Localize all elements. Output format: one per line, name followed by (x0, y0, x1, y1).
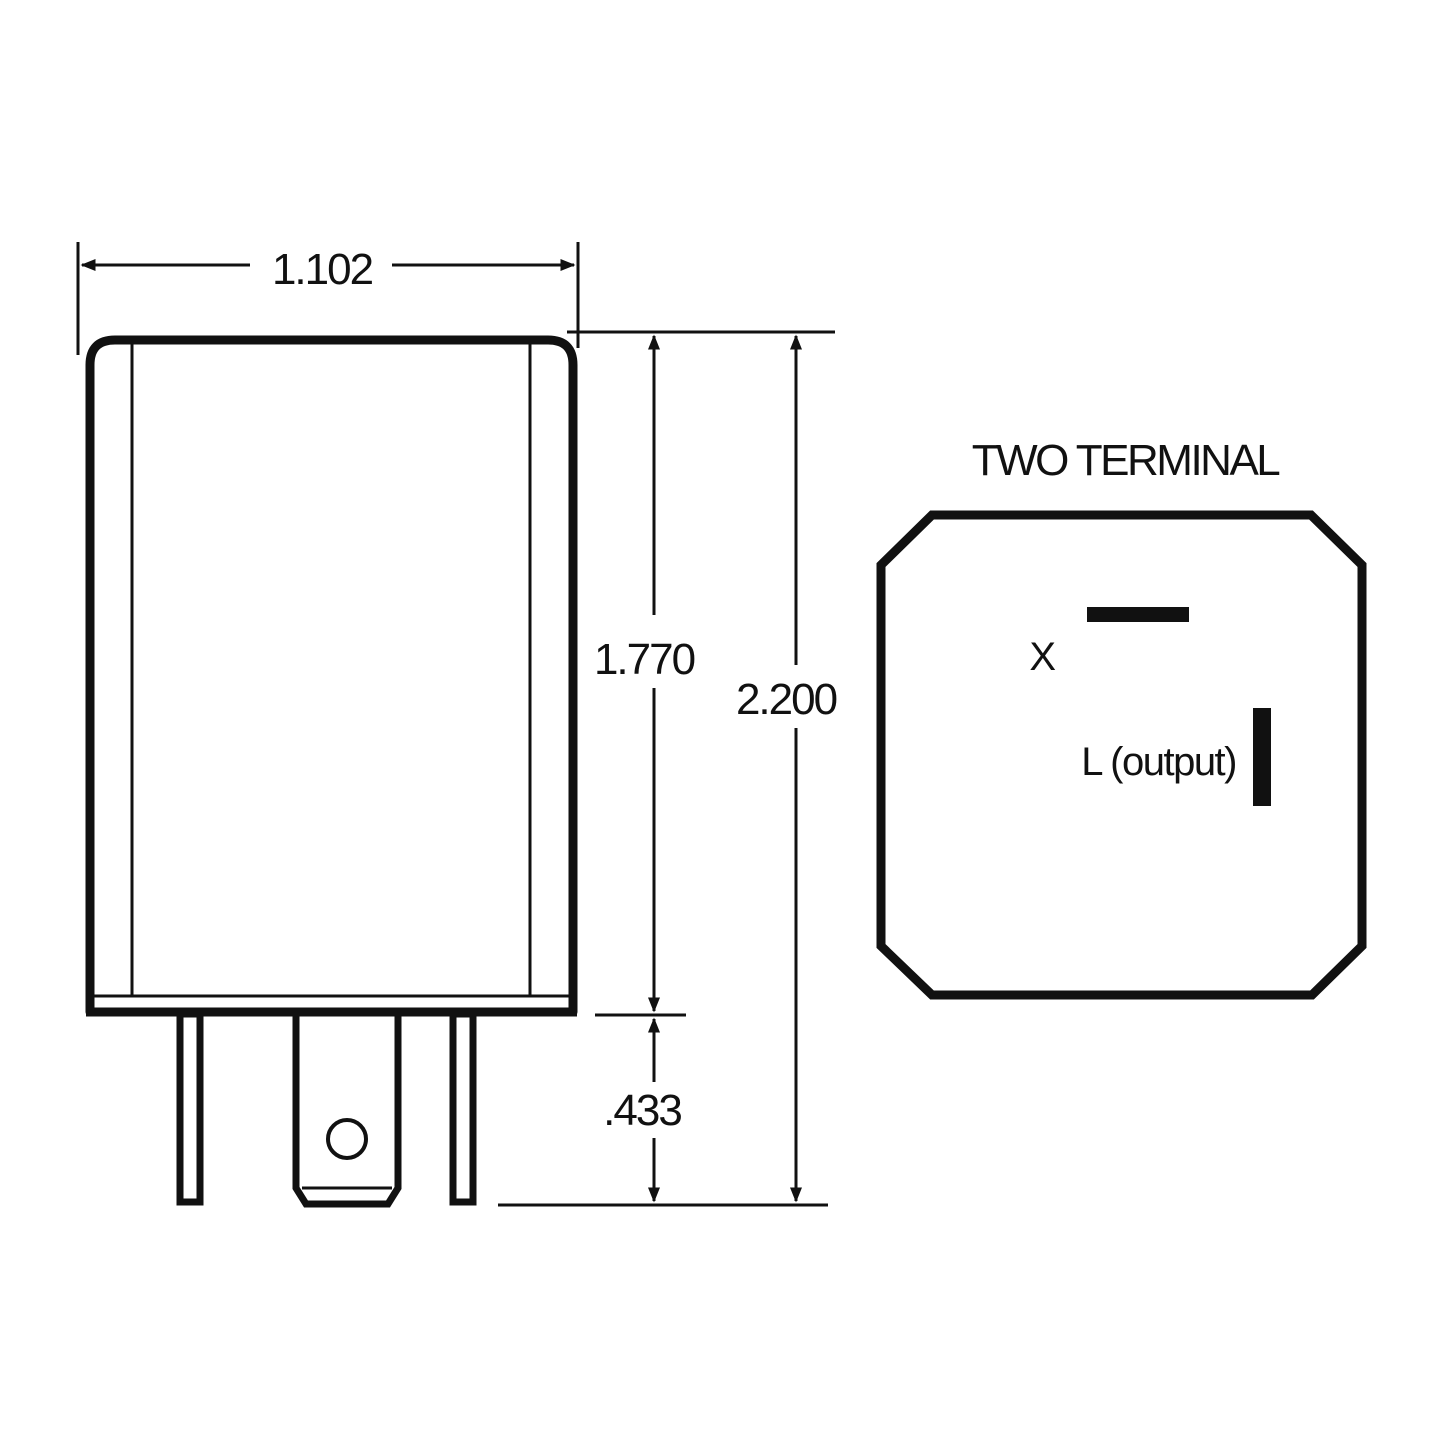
left-terminal (176, 1010, 204, 1206)
bottom-view-title: TWO TERMINAL (972, 436, 1281, 485)
body-height-dimension: 1.770 (594, 334, 697, 1013)
width-label: 1.102 (272, 245, 373, 294)
overall-height-label: 2.200 (736, 675, 837, 724)
terminal-x-label: X (1029, 635, 1055, 679)
terminal-l-output: L (output) (1081, 708, 1271, 806)
body-height-label: 1.770 (594, 635, 695, 684)
side-view: 1.102 1.770 (76, 242, 839, 1208)
terminal-x-blade (1087, 607, 1189, 622)
terminal-l-blade (1253, 708, 1271, 806)
width-dimension: 1.102 (76, 242, 580, 355)
bottom-view: TWO TERMINAL X L (output) (876, 436, 1367, 1000)
terminal-x: X (1029, 607, 1189, 679)
terminal-length-label: .433 (603, 1086, 681, 1135)
overall-height-dimension: 2.200 (736, 334, 839, 1203)
right-terminal (449, 1010, 477, 1206)
terminal-base-outline (876, 510, 1367, 1000)
terminal-l-label: L (output) (1081, 740, 1236, 784)
terminal-length-dimension: .433 (603, 1017, 683, 1203)
center-spade-terminal (292, 1014, 402, 1208)
terminal-hole (326, 1118, 368, 1160)
flasher-body (85, 335, 578, 1017)
